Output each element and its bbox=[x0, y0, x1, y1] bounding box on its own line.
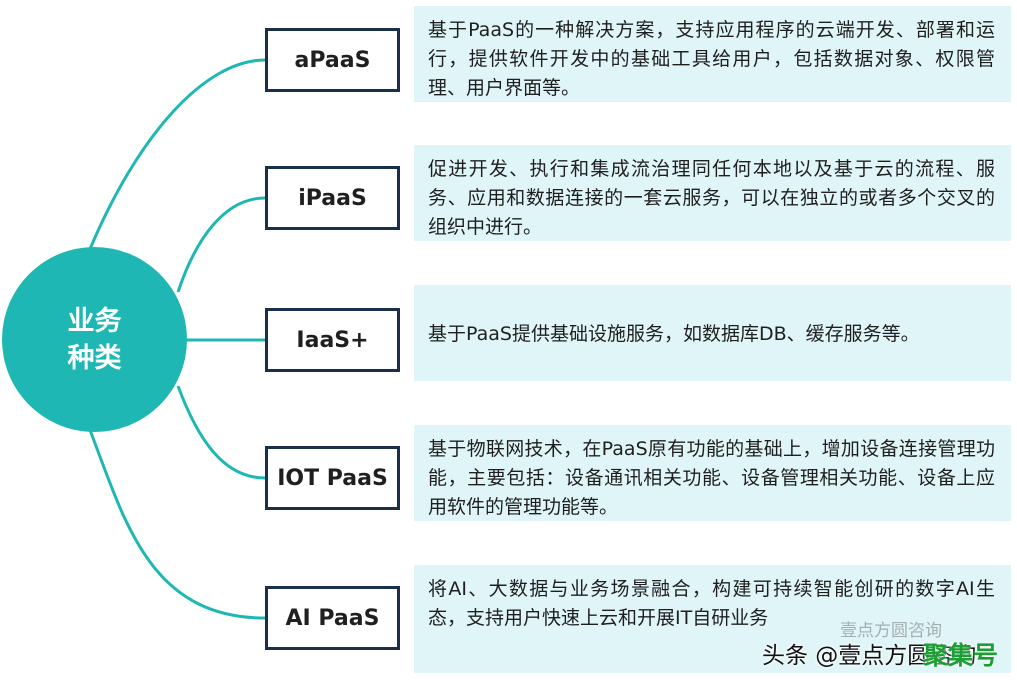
hub-label-line1: 业务 bbox=[67, 305, 122, 337]
watermark-text: 头条 @壹点方圆咨询 bbox=[762, 643, 977, 669]
connector-apaas bbox=[88, 58, 266, 250]
hub-circle: 业务 种类 bbox=[2, 247, 187, 432]
description-apaas: 基于PaaS的一种解决方案，支持应用程序的云端开发、部署和运行，提供软件开发中的… bbox=[414, 6, 1011, 102]
connector-ai-paas bbox=[88, 429, 266, 620]
label-iot-paas: IOT PaaS bbox=[265, 446, 400, 510]
description-ai-paas: 将AI、大数据与业务场景融合，构建可持续智能创研的数字AI生态，支持用户快速上云… bbox=[414, 565, 1011, 673]
label-apaas: aPaaS bbox=[265, 28, 400, 92]
description-iot-paas: 基于物联网技术，在PaaS原有功能的基础上，增加设备连接管理功能，主要包括：设备… bbox=[414, 425, 1011, 521]
label-ipaas: iPaaS bbox=[265, 166, 400, 230]
description-ipaas: 促进开发、执行和集成流治理同任何本地以及基于云的流程、服务、应用和数据连接的一套… bbox=[414, 145, 1011, 241]
watermark-ghost: 壹点方圆咨询 bbox=[840, 621, 942, 641]
connector-ipaas bbox=[176, 196, 266, 293]
hub-label-line2: 种类 bbox=[67, 342, 122, 374]
description-iaas-plus: 基于PaaS提供基础设施服务，如数据库DB、缓存服务等。 bbox=[414, 285, 1011, 381]
label-ai-paas: AI PaaS bbox=[265, 586, 400, 650]
connector-iot-paas bbox=[176, 385, 266, 480]
watermark-logo: 聚集号 bbox=[923, 641, 999, 670]
label-iaas-plus: IaaS+ bbox=[265, 308, 400, 372]
